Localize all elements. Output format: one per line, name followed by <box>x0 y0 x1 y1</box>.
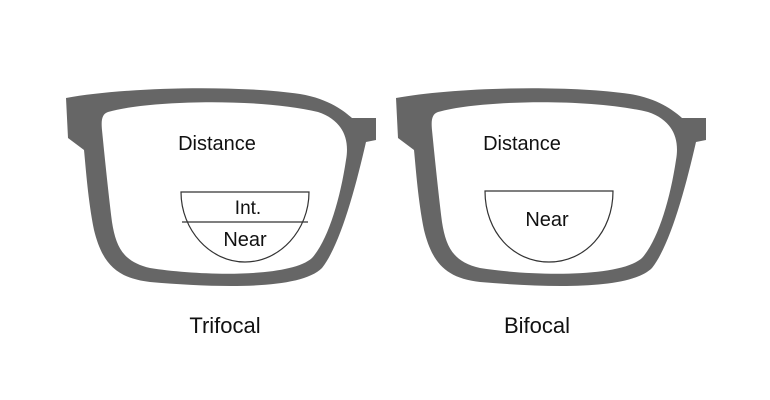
bifocal-caption: Bifocal <box>503 313 571 338</box>
bifocal-segment <box>484 190 614 263</box>
trifocal-distance-label: Distance <box>178 133 256 155</box>
trifocal-caption: Trifocal <box>189 313 261 338</box>
bifocal-distance-label: Distance <box>483 133 561 155</box>
trifocal-segment <box>180 191 310 263</box>
bifocal-near-label: Near <box>525 209 569 231</box>
trifocal-frame <box>66 88 376 287</box>
trifocal-intermediate-label: Int. <box>234 198 262 219</box>
trifocal-near-label: Near <box>223 229 267 251</box>
bifocal-frame <box>396 88 706 287</box>
